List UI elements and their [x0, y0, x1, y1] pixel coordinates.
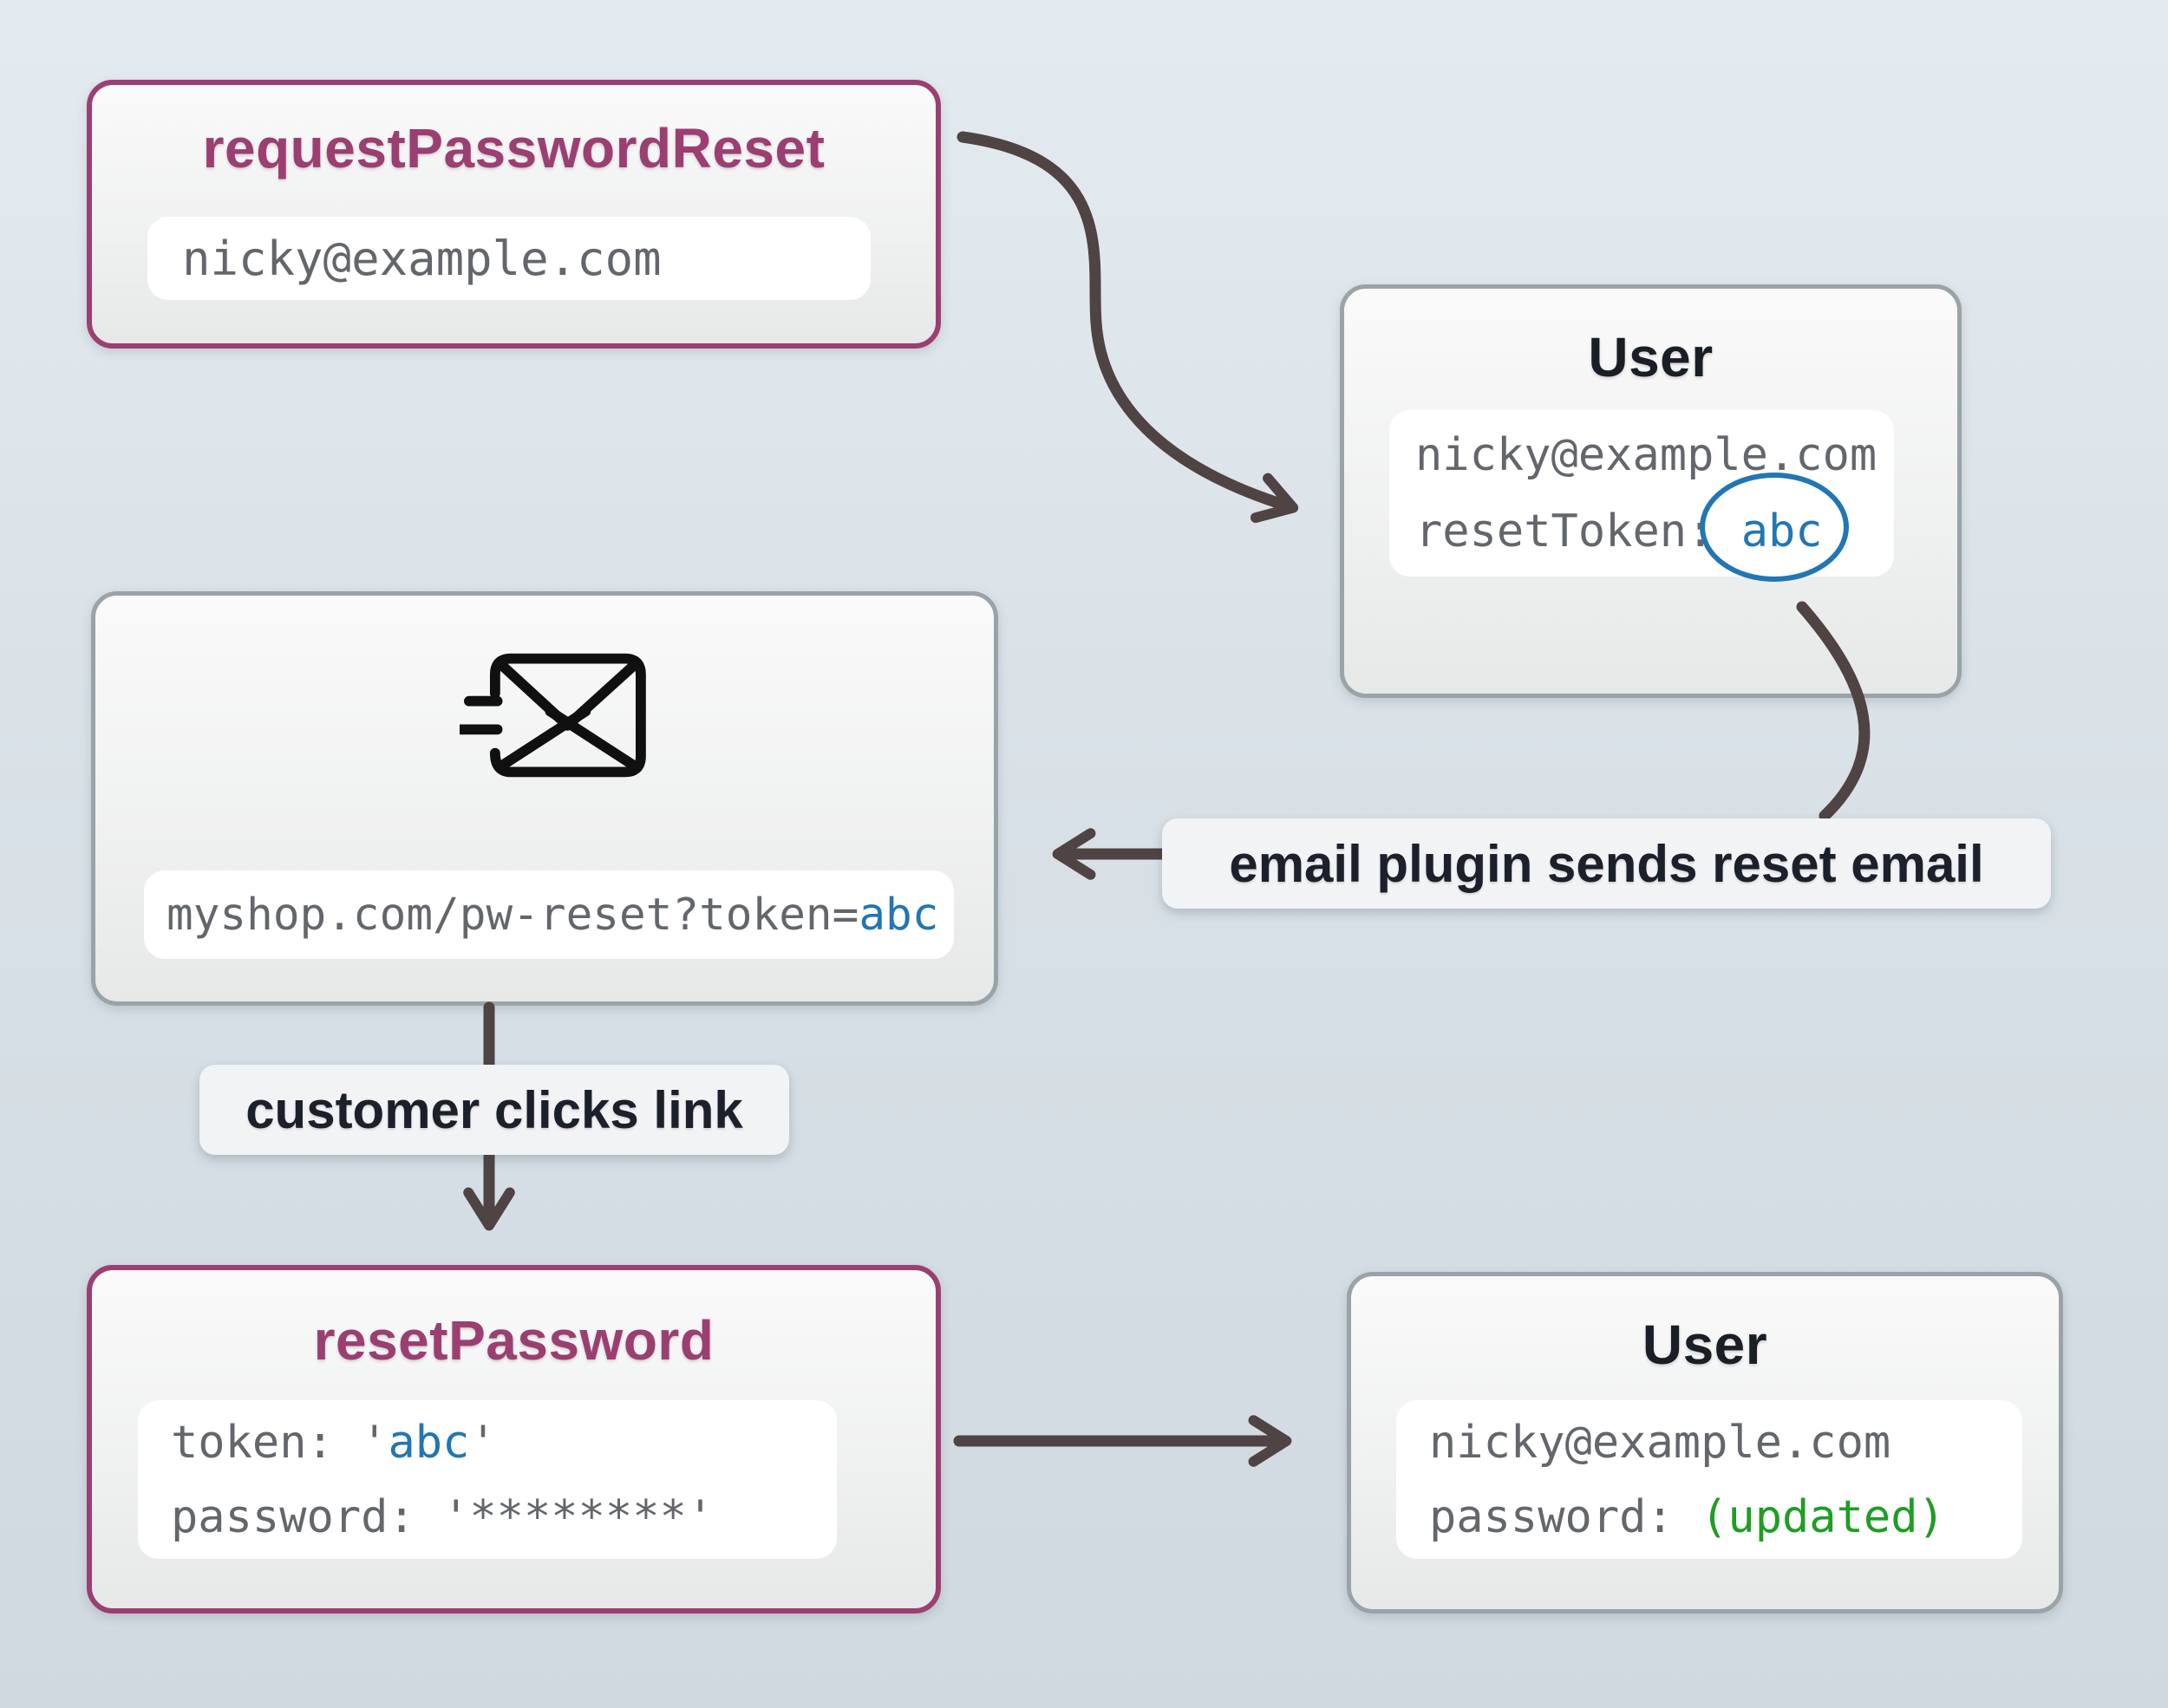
send-email-icon [454, 649, 649, 781]
reset-token-label: resetToken: [1415, 505, 1741, 557]
user-bottom-email: nicky@example.com [1429, 1416, 1891, 1469]
reset-password-card: resetPassword token: 'abc' password: '**… [87, 1265, 941, 1613]
reset-email-card: myshop.com/pw-reset?token=abc [91, 591, 998, 1006]
email-plugin-label: email plugin sends reset email [1162, 818, 2051, 909]
password-updated-value: (updated) [1701, 1490, 1945, 1543]
user-card-top-title: User [1588, 326, 1714, 388]
request-password-reset-card: requestPasswordReset nicky@example.com [87, 80, 941, 349]
user-bottom-password-line: password: (updated) [1429, 1480, 2022, 1555]
reset-url-field: myshop.com/pw-reset?token=abc [144, 870, 954, 959]
user-card-bottom-title: User [1642, 1314, 1768, 1376]
user-card-top: User nicky@example.com resetToken: abc [1340, 284, 1962, 698]
request-email-value: nicky@example.com [182, 231, 662, 286]
request-email-field: nicky@example.com [147, 217, 871, 300]
customer-clicks-label: customer clicks link [199, 1065, 789, 1155]
reset-card-title: resetPassword [313, 1309, 715, 1372]
arrow-request-to-user [957, 131, 1299, 524]
user-card-bottom: User nicky@example.com password: (update… [1347, 1272, 2063, 1613]
reset-token-suffix: ' [469, 1416, 497, 1469]
reset-url-token: abc [859, 889, 939, 941]
reset-url-value: myshop.com/pw-reset?token=abc [167, 890, 954, 941]
user-top-email: nicky@example.com [1415, 429, 1877, 481]
reset-url-prefix: myshop.com/pw-reset?token= [167, 889, 859, 941]
user-top-record-field: nicky@example.com resetToken: abc [1389, 410, 1894, 577]
reset-token-prefix: token: ' [171, 1416, 389, 1469]
user-bottom-record-field: nicky@example.com password: (updated) [1396, 1400, 2022, 1559]
password-label: password: [1429, 1490, 1701, 1543]
reset-token-line: token: 'abc' [171, 1405, 837, 1480]
reset-token-arg-value: abc [388, 1416, 470, 1469]
reset-password-line: password: '********' [171, 1490, 715, 1543]
request-card-title: requestPasswordReset [202, 117, 826, 179]
reset-args-field: token: 'abc' password: '********' [138, 1400, 837, 1559]
token-highlight-circle [1700, 473, 1849, 582]
